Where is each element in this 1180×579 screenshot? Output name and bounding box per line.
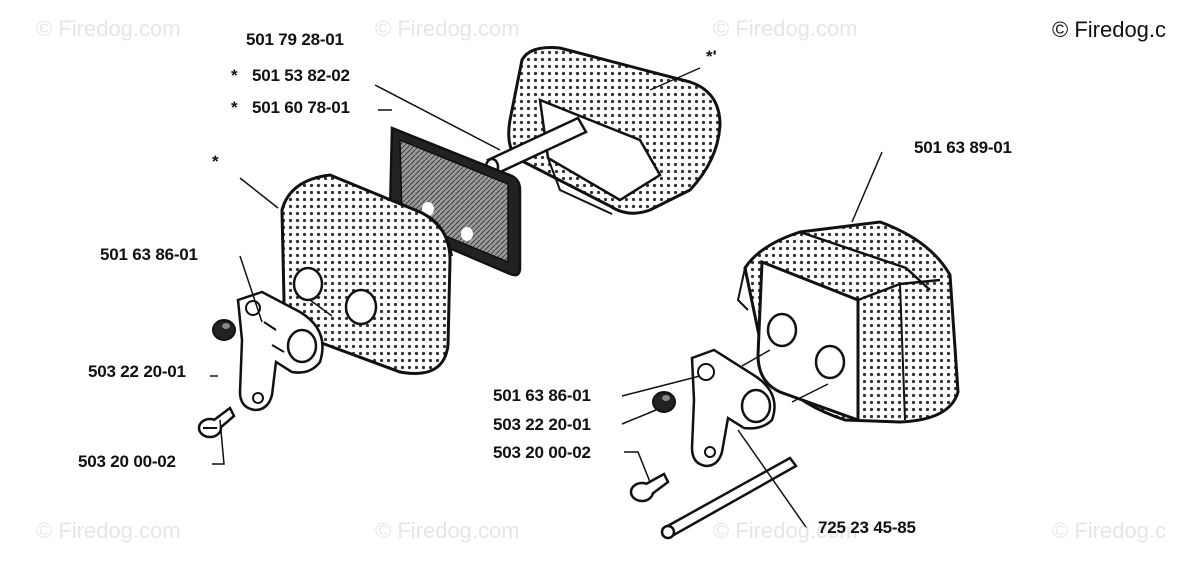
label-left-bracket: 501 63 86-01 bbox=[100, 245, 198, 264]
watermark-bottom-4: © Firedog.c bbox=[1052, 518, 1167, 543]
label-gasket-a: 501 53 82-02 bbox=[252, 66, 350, 85]
right-screw bbox=[629, 472, 670, 503]
leader-lines bbox=[210, 67, 883, 531]
watermark-top-2: © Firedog.com bbox=[375, 16, 520, 41]
right-bracket bbox=[690, 348, 776, 468]
left-screw bbox=[197, 406, 236, 439]
watermark-bottom-1: © Firedog.com bbox=[36, 518, 181, 543]
watermark-bottom-2: © Firedog.com bbox=[375, 518, 520, 543]
copyright-corner: © Firedog.c bbox=[1052, 17, 1167, 42]
label-rod: 725 23 45-85 bbox=[818, 518, 916, 537]
label-left-nut: 503 22 20-01 bbox=[88, 362, 186, 381]
label-gasket-b: 501 60 78-01 bbox=[252, 98, 350, 117]
rod bbox=[660, 456, 798, 540]
label-right-screw: 503 20 00-02 bbox=[493, 443, 591, 462]
label-top-part: 501 79 28-01 bbox=[246, 30, 344, 49]
asterisk-top-cover: *' bbox=[706, 47, 717, 66]
left-bracket bbox=[236, 290, 324, 412]
watermark-top-3: © Firedog.com bbox=[713, 16, 858, 41]
label-right-muffler: 501 63 89-01 bbox=[914, 138, 1012, 157]
asterisk-gasket-a: * bbox=[231, 66, 238, 85]
asterisk-gasket-b: * bbox=[231, 98, 238, 117]
right-muffler bbox=[736, 220, 960, 424]
label-right-nut: 503 22 20-01 bbox=[493, 415, 591, 434]
label-left-screw: 503 20 00-02 bbox=[78, 452, 176, 471]
asterisk-screen-box: * bbox=[212, 152, 219, 171]
left-screen-box bbox=[280, 173, 453, 375]
watermark-top-1: © Firedog.com bbox=[36, 16, 181, 41]
right-nut bbox=[652, 391, 676, 413]
label-right-bracket: 501 63 86-01 bbox=[493, 386, 591, 405]
left-nut bbox=[212, 319, 236, 341]
watermark-bottom-3: © Firedog.com bbox=[713, 518, 858, 543]
